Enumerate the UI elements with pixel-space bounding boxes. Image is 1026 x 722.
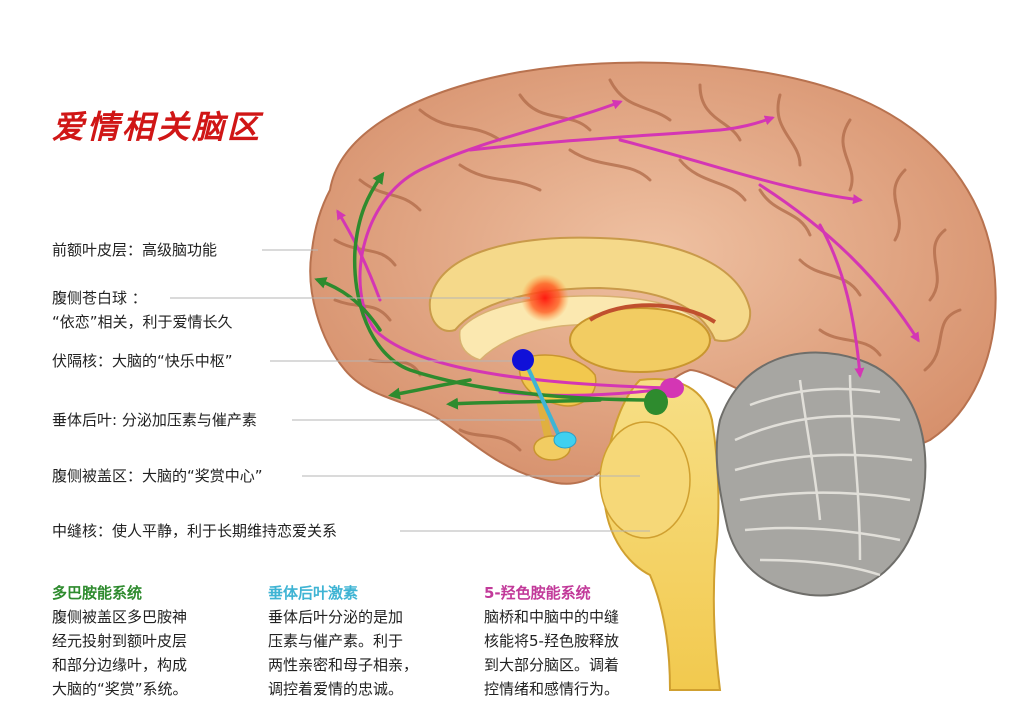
label-posterior-pituitary: 垂体后叶: 分泌加压素与催产素 [52, 411, 257, 429]
ventral-pallidum-marker [521, 274, 569, 322]
system-pituitary-body: 垂体后叶分泌的是加 压素与催产素。利于 两性亲密和母子相亲， 调控着爱情的忠诚。 [268, 608, 419, 698]
label-ventral-pallidum: 腹侧苍白球 ： [52, 289, 147, 307]
pituitary-pathway [526, 367, 562, 439]
fornix [588, 303, 717, 324]
corpus-callosum [428, 236, 752, 342]
pituitary-marker [553, 431, 577, 449]
cerebellum [715, 351, 927, 597]
leader-lines [170, 249, 650, 532]
serotonin-pathways [336, 99, 920, 397]
system-dopamine-title: 多巴胺能系统 [52, 584, 143, 602]
vta-marker [644, 389, 668, 415]
system-serotonin: 5-羟色胺能系统 脑桥和中脑中的中缝 核能将5-羟色胺释放 到大部分脑区。调着 … [484, 581, 684, 701]
system-dopamine: 多巴胺能系统 腹侧被盖区多巴胺神 经元投射到额叶皮层 和部分边缘叶，构成 大脑的… [52, 581, 252, 701]
diagram-title: 爱情相关脑区 [52, 108, 263, 146]
raphe-nucleus-marker [660, 378, 684, 398]
pons [599, 421, 691, 539]
system-serotonin-title: 5-羟色胺能系统 [484, 584, 591, 602]
label-ventral-pallidum-desc: “依恋”相关，利于爱情长久 [52, 313, 233, 331]
system-pituitary: 垂体后叶激素 垂体后叶分泌的是加 压素与催产素。利于 两性亲密和母子相亲， 调控… [268, 581, 468, 701]
system-serotonin-body: 脑桥和中脑中的中缝 核能将5-羟色胺释放 到大部分脑区。调着 控情绪和感情行为。 [484, 608, 620, 698]
system-pituitary-title: 垂体后叶激素 [268, 584, 359, 602]
label-prefrontal-cortex: 前额叶皮层：高级脑功能 [52, 241, 218, 259]
label-nucleus-accumbens: 伏隔核：大脑的“快乐中枢” [52, 352, 233, 370]
thalamus [569, 307, 711, 373]
label-raphe-nucleus: 中缝核：使人平静，利于长期维持恋爱关系 [52, 522, 338, 540]
nucleus-accumbens-marker [512, 349, 534, 371]
system-dopamine-body: 腹侧被盖区多巴胺神 经元投射到额叶皮层 和部分边缘叶，构成 大脑的“奖赏”系统。 [52, 608, 188, 698]
label-ventral-tegmental-area: 腹侧被盖区：大脑的“奖赏中心” [52, 467, 263, 485]
dopamine-pathways [314, 171, 657, 410]
